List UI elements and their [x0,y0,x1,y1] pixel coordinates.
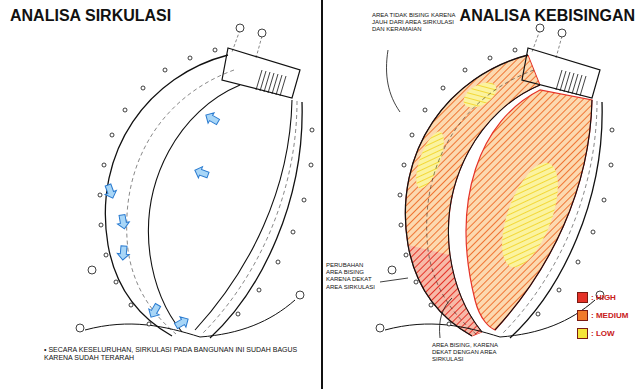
legend-swatch [577,310,588,321]
legend-item: : MEDIUM [577,310,628,321]
legend-text: : MEDIUM [591,311,628,320]
callout-text: PERUBAHAN AREA BISING KARENA DEKAT AREA … [326,262,378,291]
note-text: • SECARA KESELURUHAN, SIRKULASI PADA BAN… [44,346,312,363]
legend-item: : HIGH [577,292,616,303]
legend-text: : HIGH [591,293,616,302]
legend-swatch [577,292,588,303]
callout-text: AREA TIDAK BISING KARENA JAUH DARI AREA … [372,12,456,34]
panel-title: ANALISA SIRKULASI [10,6,230,25]
legend-text: : LOW [591,329,615,338]
callout-text: AREA BISING, KARENA DEKAT DENGAN AREA SI… [432,342,516,364]
legend-swatch [577,328,588,339]
legend-item: : LOW [577,328,615,339]
